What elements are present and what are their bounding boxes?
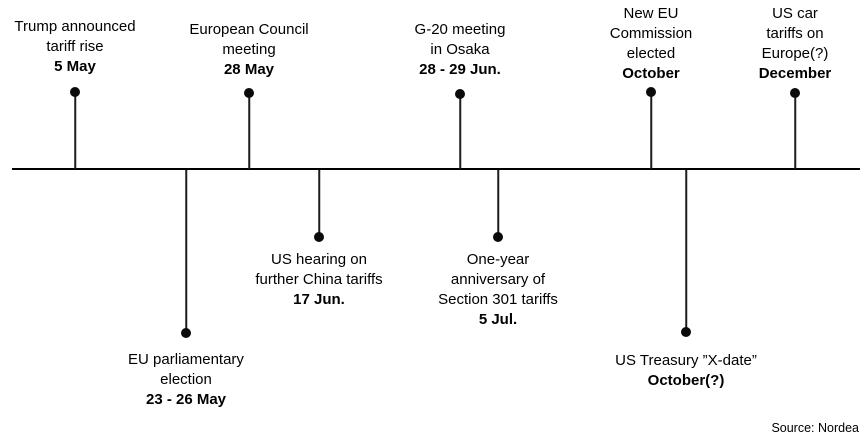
- event-stem: [318, 170, 320, 237]
- event-line: elected: [626, 45, 676, 62]
- event-line: tariffs on: [766, 25, 824, 42]
- event-date: 5 Jul.: [478, 311, 518, 328]
- event-date: 5 May: [54, 58, 96, 75]
- event-line: Europe(?): [761, 45, 829, 62]
- event-dot: [646, 87, 656, 97]
- event-line: US car: [772, 5, 818, 22]
- event-date: 17 Jun.: [293, 291, 345, 308]
- event-label: New EU Commission elected October: [610, 4, 693, 84]
- event-dot: [681, 327, 691, 337]
- event-line: Section 301 tariffs: [438, 291, 558, 308]
- event-label: US hearing on further China tariffs 17 J…: [255, 250, 382, 310]
- event-date: 23 - 26 May: [145, 391, 227, 408]
- event-stem: [185, 170, 187, 333]
- event-line: tariff rise: [46, 38, 104, 55]
- event-dot: [181, 328, 191, 338]
- event-label: EU parliamentary election 23 - 26 May: [128, 350, 244, 410]
- event-line: European Council: [189, 21, 309, 38]
- event-label: US car tariffs on Europe(?) December: [759, 4, 832, 84]
- event-dot: [790, 88, 800, 98]
- source-note: Source: Nordea: [771, 421, 859, 435]
- event-line: in Osaka: [430, 41, 490, 58]
- event-dot: [70, 87, 80, 97]
- event-label: G-20 meeting in Osaka 28 - 29 Jun.: [415, 20, 506, 80]
- event-dot: [493, 232, 503, 242]
- event-stem: [685, 170, 687, 332]
- event-stem: [248, 93, 250, 169]
- event-line: US Treasury ”X-date”: [615, 352, 757, 369]
- event-label: Trump announced tariff rise 5 May: [14, 17, 135, 77]
- event-stem: [650, 92, 652, 169]
- event-stem: [74, 92, 76, 169]
- event-line: meeting: [222, 41, 276, 58]
- event-stem: [794, 93, 796, 169]
- event-label: US Treasury ”X-date” October(?): [615, 351, 757, 391]
- event-label: European Council meeting 28 May: [189, 20, 308, 80]
- event-dot: [455, 89, 465, 99]
- event-stem: [459, 94, 461, 169]
- event-line: Trump announced: [14, 18, 136, 35]
- event-date: December: [758, 65, 832, 82]
- event-line: New EU: [623, 5, 679, 22]
- event-line: further China tariffs: [255, 271, 383, 288]
- event-date: October: [622, 65, 680, 82]
- event-line: One-year: [466, 251, 530, 268]
- event-line: Commission: [609, 25, 693, 42]
- event-date: 28 - 29 Jun.: [419, 61, 501, 78]
- event-line: US hearing on: [271, 251, 367, 268]
- event-dot: [244, 88, 254, 98]
- event-line: G-20 meeting: [414, 21, 506, 38]
- event-dot: [314, 232, 324, 242]
- event-stem: [497, 170, 499, 237]
- event-line: election: [160, 371, 212, 388]
- event-line: anniversary of: [450, 271, 546, 288]
- event-line: EU parliamentary: [128, 351, 244, 368]
- event-date: October(?): [647, 372, 725, 389]
- event-label: One-year anniversary of Section 301 tari…: [438, 250, 558, 330]
- timeline-axis: [12, 168, 860, 170]
- event-date: 28 May: [223, 61, 275, 78]
